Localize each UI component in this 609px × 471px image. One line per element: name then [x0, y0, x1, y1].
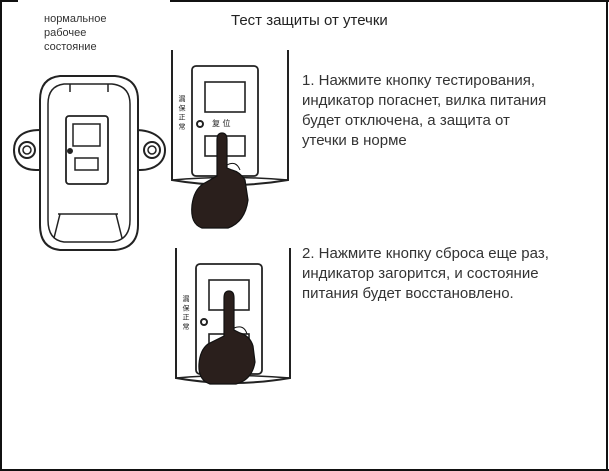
test-device-window: [204, 81, 246, 113]
frame-top-edge-right: [170, 0, 609, 2]
step-1-text: 1. Нажмите кнопку тестирования, индикато…: [302, 71, 546, 151]
frame-right-edge: [606, 0, 608, 471]
test-button-glyphs: 复 位: [212, 118, 231, 128]
indicator-light-icon: [67, 148, 73, 154]
mounting-ear-left: [12, 129, 41, 171]
frame-left-edge: [0, 0, 2, 471]
device-normal-state: [12, 75, 167, 251]
device-body-inner: [47, 83, 131, 243]
mounting-ear-right: [134, 129, 167, 171]
step-1-line-3: будет отключена, а защита от: [302, 112, 510, 129]
step-2-line-2: индикатор загорится, и состояние: [302, 265, 539, 282]
device-body-outer: [39, 75, 139, 251]
hand-press-icon: [191, 132, 249, 229]
device-panel: [65, 115, 109, 185]
page-title: Тест защиты от утечки: [231, 12, 388, 29]
test-side-glyphs: 漏 保 正 常: [178, 94, 186, 131]
device-test-step: 复 位 漏 保 正 常: [171, 50, 289, 186]
step-2-line-1: 2. Нажмите кнопку сброса еще раз,: [302, 245, 549, 262]
step-2-text: 2. Нажмите кнопку сброса еще раз, индика…: [302, 244, 549, 304]
reset-side-glyphs: 漏 保 正 常: [182, 294, 190, 331]
normal-state-line-1: нормальное: [44, 13, 107, 25]
device-window: [72, 123, 101, 147]
hand-reset-press-icon: [198, 290, 256, 385]
step-1-line-1: 1. Нажмите кнопку тестирования,: [302, 72, 536, 89]
device-reset-button: [74, 157, 99, 171]
normal-state-label: нормальное рабочее состояние: [44, 12, 154, 54]
normal-state-line-3: состояние: [44, 41, 97, 53]
step-1-line-2: индикатор погаснет, вилка питания: [302, 92, 547, 109]
reset-indicator-icon: [200, 318, 208, 326]
step-1-line-4: утечки в норме: [302, 132, 407, 149]
normal-state-line-2: рабочее: [44, 27, 87, 39]
frame-bottom-edge: [0, 469, 609, 471]
test-indicator-icon: [196, 120, 204, 128]
frame-top-edge: [0, 0, 18, 2]
test-device-frame: [171, 50, 289, 186]
step-2-line-3: питания будет восстановлено.: [302, 285, 514, 302]
